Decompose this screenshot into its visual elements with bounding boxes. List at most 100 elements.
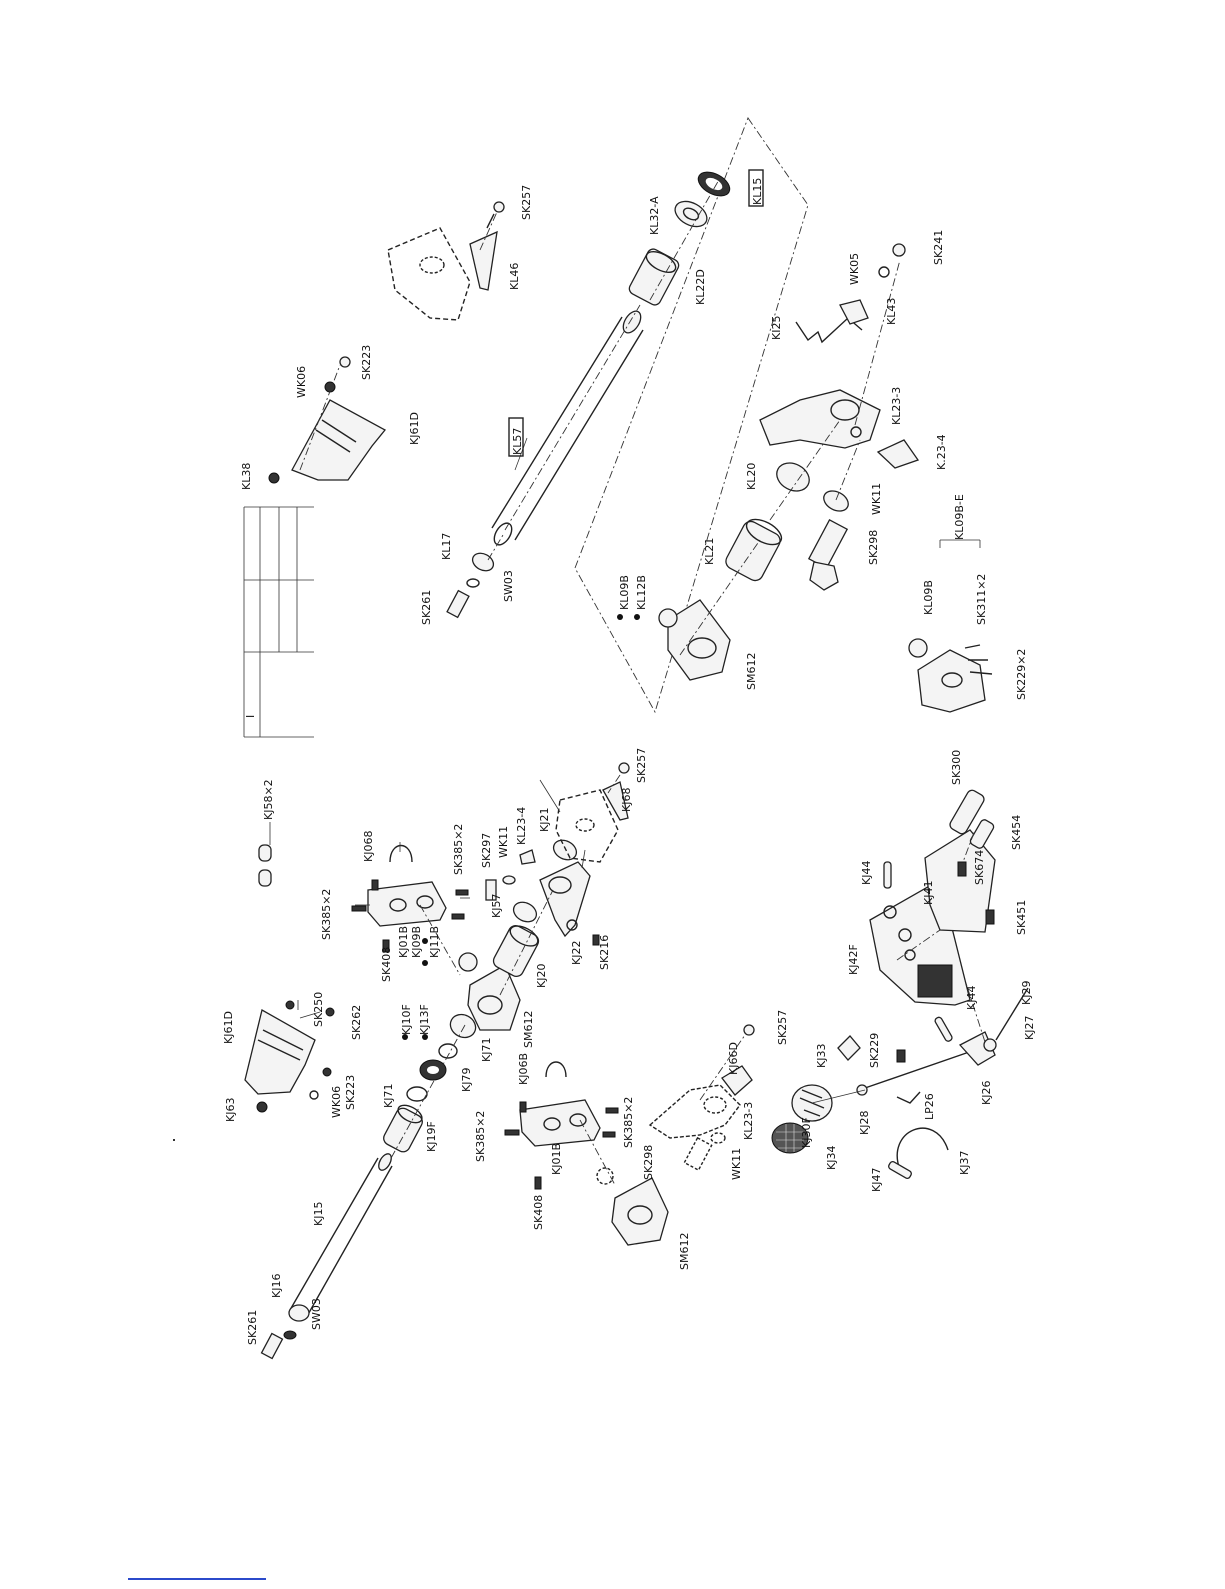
bullet-kl09b: [617, 614, 623, 620]
label-wk11-c: WK11: [870, 483, 883, 515]
label-kl38: KL38: [240, 463, 253, 490]
wk05-washer: [878, 266, 890, 278]
label-sk229-a: SK229: [868, 1033, 881, 1068]
label-kj15: KJ15: [312, 1202, 325, 1226]
label-kj068: KJ068: [362, 831, 375, 862]
kl23-4-plate-b: [876, 439, 920, 469]
sk408-screw-b: [534, 1176, 542, 1190]
kl46-plate: [387, 227, 498, 321]
label-sw03-a: SW03: [310, 1298, 323, 1330]
label-wk06-b: WK06: [295, 366, 308, 398]
kj20-bushing: [492, 924, 540, 978]
label-kl23-3-a: KL23-3: [742, 1102, 755, 1140]
label-sm612-a: SM612: [522, 1011, 535, 1048]
kl57-box: [508, 417, 524, 457]
kj57-washer: [512, 901, 538, 923]
sk674-screw: [957, 861, 967, 877]
label-sm612-c: SM612: [745, 653, 758, 690]
label-kl22d: KL22D: [694, 269, 707, 305]
label-sk298-b: SK298: [867, 530, 880, 565]
kl17-washer-group: [446, 552, 495, 619]
label-kj10f: KJ10F: [400, 1004, 413, 1035]
label-sk300: SK300: [950, 750, 963, 785]
sk216-screw: [592, 934, 600, 946]
label-kj21: KJ21: [538, 808, 551, 832]
label-kj22: KJ22: [570, 941, 583, 965]
kj26-lever: [856, 987, 1029, 1096]
label-sk385-a: SK385×2: [320, 889, 333, 940]
label-sk261-a: SK261: [246, 1310, 259, 1345]
kj41-bracket: [924, 829, 996, 933]
sk408-screw-a: [382, 939, 390, 953]
label-sk385-c: SK385×2: [474, 1111, 487, 1162]
label-kl23-4-a: KL23-4: [515, 807, 528, 845]
label-sk261-b: SK261: [420, 590, 433, 625]
sw03-washer-a: [283, 1330, 297, 1340]
kj71-washer-b: [438, 1043, 458, 1059]
label-sk311: SK311×2: [975, 574, 988, 625]
kj44-pin-b: [934, 1016, 953, 1042]
label-kl46: KL46: [508, 263, 521, 290]
kl32a-collar: [674, 200, 708, 228]
label-sk674: SK674: [973, 850, 986, 885]
table-mark: I: [244, 715, 257, 718]
kl15-washer: [697, 171, 731, 197]
label-sk297: SK297: [480, 833, 493, 868]
sk451-screw: [985, 909, 995, 925]
label-sk298-a: SK298: [642, 1145, 655, 1180]
label-sk241: SK241: [932, 230, 945, 265]
label-sk257-c: SK257: [520, 185, 533, 220]
bullet-kj11b: [422, 938, 428, 944]
label-kl09b-e: KL09B-E: [953, 494, 966, 540]
label-kj63: KJ63: [224, 1098, 237, 1122]
kj61d-plate-a: [244, 1000, 335, 1113]
label-kj44-b: KJ44: [965, 986, 978, 1010]
kl25-kl43-group: [795, 299, 869, 344]
label-sk257-b: SK257: [776, 1010, 789, 1045]
kj16-washer: [288, 1304, 310, 1322]
label-kl23-4-b: K.23-4: [935, 434, 948, 470]
label-kl57: KL57: [511, 428, 524, 455]
label-sk216: SK216: [598, 935, 611, 970]
label-kj29: KJ29: [1020, 981, 1033, 1005]
label-sk223-a: SK223: [344, 1075, 357, 1110]
bullet-kj13f: [422, 1034, 428, 1040]
kj71-washer-a: [449, 1013, 477, 1039]
label-kj16: KJ16: [270, 1274, 283, 1298]
label-kl21: KL21: [703, 538, 716, 565]
label-sk262: SK262: [350, 1005, 363, 1040]
label-kl23-3-b: KL23-3: [890, 387, 903, 425]
label-wk11-b: WK11: [730, 1148, 743, 1180]
sk298-bolt-a: [683, 1136, 713, 1172]
spec-table: I: [243, 506, 314, 738]
kj37-spring: [896, 1127, 949, 1171]
label-kj20: KJ20: [535, 964, 548, 988]
wk11-washer-c: [823, 490, 849, 512]
label-kj06b: KJ06B: [517, 1053, 530, 1085]
sk261-screw-a: [260, 1332, 284, 1360]
sk223-screw-a: [322, 1067, 332, 1077]
sm612-kl-head: [658, 599, 731, 681]
label-kj30f: KJ30F: [800, 1117, 813, 1148]
kj71-washer-c: [406, 1086, 428, 1102]
label-kj61d-b: KJ61D: [408, 412, 421, 445]
bullet-kj09b: [422, 960, 428, 966]
label-kj19f: KJ19F: [425, 1121, 438, 1152]
label-sk257-a: SK257: [635, 748, 648, 783]
label-sk385-d: SK385×2: [622, 1097, 635, 1148]
label-kl12b: KL12B: [635, 575, 648, 610]
kj47-pin: [888, 1160, 912, 1180]
label-kl20: KL20: [745, 463, 758, 490]
wk06-washer-a: [309, 1090, 319, 1100]
label-kj28: KJ28: [858, 1111, 871, 1135]
kj06b-clip: [545, 1061, 567, 1078]
label-kj26: KJ26: [980, 1081, 993, 1105]
label-kj41: KJ41: [922, 881, 935, 905]
sk297-group: [485, 849, 536, 901]
label-kl09b-a: KL09B: [618, 575, 631, 610]
sk300-screw: [949, 789, 985, 835]
label-kj37: KJ37: [958, 1151, 971, 1175]
sk229-screw-a: [896, 1049, 906, 1063]
footer-link-underline[interactable]: [128, 1578, 266, 1580]
